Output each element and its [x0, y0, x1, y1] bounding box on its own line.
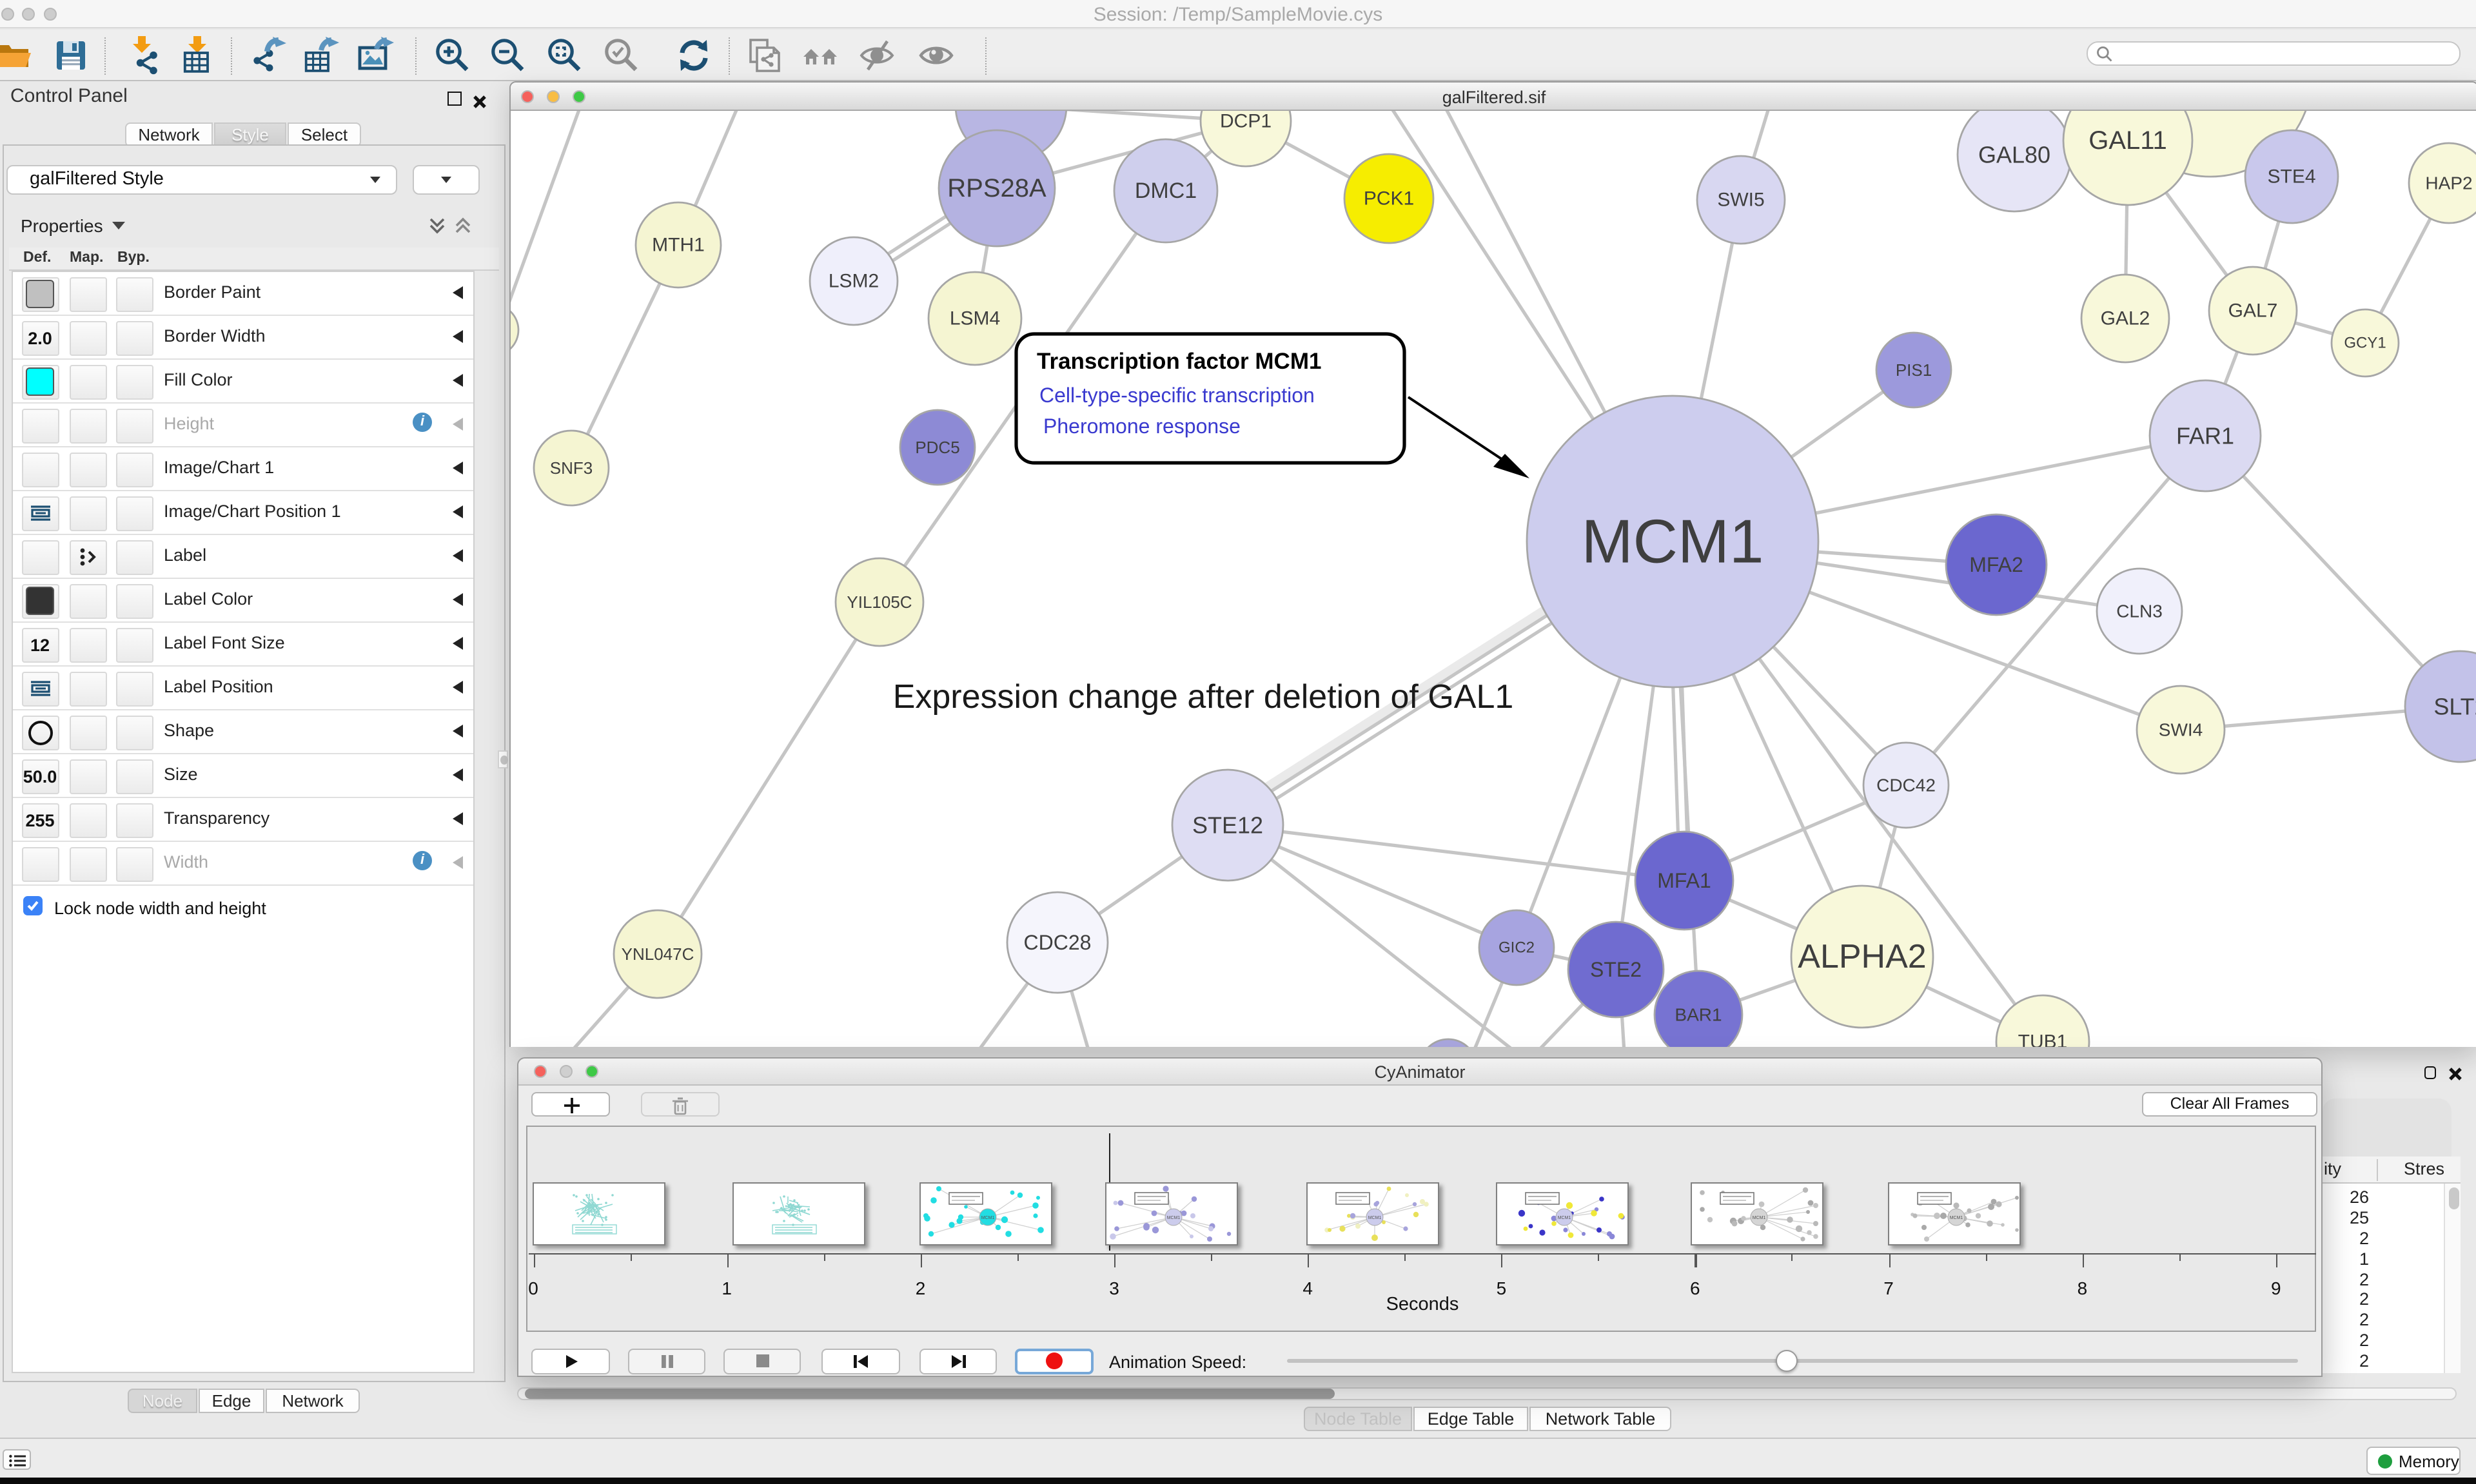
svg-text:MCM1: MCM1 [1753, 1216, 1766, 1220]
svg-text:HAP2: HAP2 [2425, 173, 2472, 193]
svg-text:MCM1: MCM1 [1368, 1216, 1382, 1220]
svg-text:GCY1: GCY1 [2344, 335, 2386, 352]
svg-text:STE4: STE4 [2267, 166, 2315, 188]
svg-text:DMC1: DMC1 [1135, 179, 1197, 203]
svg-text:STE12: STE12 [1192, 812, 1263, 839]
svg-text:MFA2: MFA2 [1969, 553, 2023, 576]
svg-text:Transcription factor MCM1: Transcription factor MCM1 [1037, 349, 1321, 374]
svg-text:SLT2: SLT2 [2433, 694, 2476, 720]
svg-text:MCM1: MCM1 [1950, 1216, 1963, 1220]
svg-text:LSM4: LSM4 [950, 308, 1000, 329]
svg-text:GAL7: GAL7 [2228, 300, 2278, 322]
svg-text:FAR1: FAR1 [2176, 423, 2234, 449]
svg-text:Expression change after deleti: Expression change after deletion of GAL1 [893, 678, 1514, 716]
svg-text:CDC42: CDC42 [1876, 776, 1936, 796]
svg-text:MTH1: MTH1 [652, 235, 705, 256]
svg-text:YIL105C: YIL105C [847, 592, 912, 612]
svg-text:Pheromone response: Pheromone response [1043, 415, 1241, 438]
svg-text:RPS28A: RPS28A [947, 174, 1046, 202]
svg-text:PCK1: PCK1 [1364, 188, 1414, 210]
svg-text:TUB1: TUB1 [2018, 1031, 2068, 1048]
svg-text:MCM1: MCM1 [1558, 1216, 1571, 1220]
svg-text:SNF3: SNF3 [550, 458, 593, 478]
svg-text:GAL2: GAL2 [2101, 308, 2150, 329]
svg-text:PDC5: PDC5 [915, 438, 959, 457]
svg-text:GIC2: GIC2 [1498, 939, 1535, 957]
svg-text:SWI4: SWI4 [2159, 720, 2203, 740]
svg-text:LSM2: LSM2 [829, 271, 879, 292]
svg-text:MFA1: MFA1 [1657, 869, 1711, 892]
svg-text:GAL80: GAL80 [1978, 142, 2050, 168]
svg-text:CLN3: CLN3 [2116, 601, 2163, 621]
svg-text:CDC28: CDC28 [1024, 931, 1092, 954]
svg-text:MCM1: MCM1 [1167, 1216, 1181, 1220]
svg-text:PIS1: PIS1 [1896, 360, 1932, 380]
svg-text:Cell-type-specific transcripti: Cell-type-specific transcription [1039, 384, 1315, 407]
svg-text:MCM1: MCM1 [1582, 507, 1764, 576]
svg-text:MCM1: MCM1 [981, 1216, 995, 1220]
svg-text:ALPHA2: ALPHA2 [1798, 938, 1926, 975]
svg-text:BAR1: BAR1 [1675, 1005, 1722, 1025]
svg-text:GAL11: GAL11 [2088, 126, 2167, 155]
svg-text:DCP1: DCP1 [1220, 111, 1272, 132]
svg-text:STE2: STE2 [1590, 958, 1642, 981]
svg-text:YNL047C: YNL047C [622, 944, 694, 964]
svg-text:SWI5: SWI5 [1717, 190, 1764, 211]
